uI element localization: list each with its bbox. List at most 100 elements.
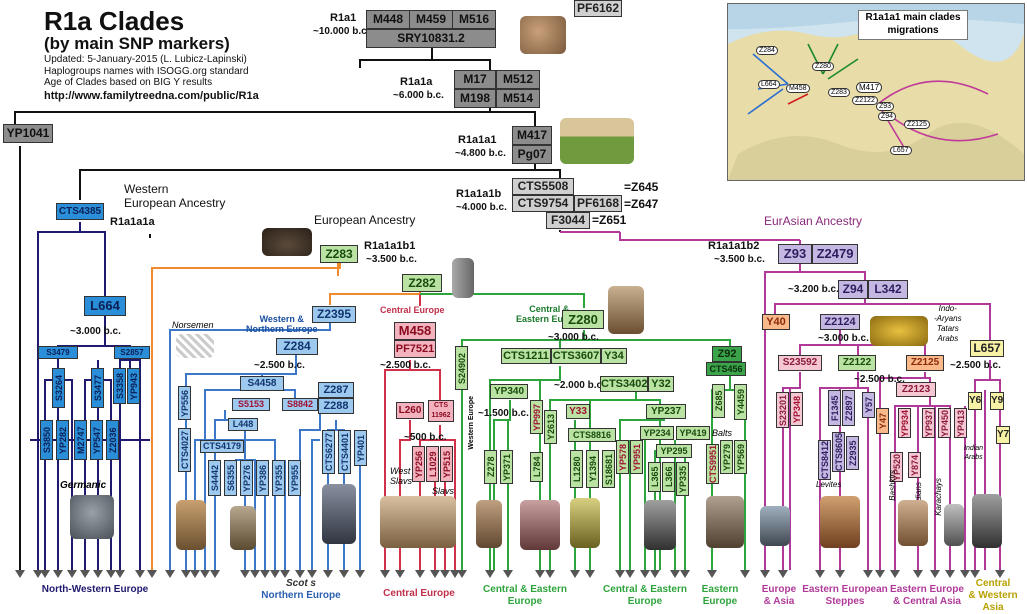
marker-Y47[interactable]: Y47 <box>876 408 889 434</box>
marker-CTS3402[interactable]: CTS3402 <box>600 376 648 392</box>
marker-M448[interactable]: M448 <box>366 10 410 29</box>
marker-CTS9754[interactable]: CTS9754 <box>512 195 574 212</box>
marker-Y33[interactable]: Y33 <box>566 404 590 419</box>
marker-M459[interactable]: M459 <box>409 10 453 29</box>
marker-PF6162[interactable]: PF6162 <box>574 0 622 17</box>
marker-L448[interactable]: L448 <box>228 418 258 431</box>
marker-S3477[interactable]: S3477 <box>91 368 104 408</box>
marker-Z93[interactable]: Z93 <box>778 244 812 264</box>
marker-CTS11962[interactable]: CTS 11962 <box>428 400 454 422</box>
marker-Z282[interactable]: Z282 <box>402 274 442 292</box>
marker-Z94[interactable]: Z94 <box>838 280 868 299</box>
marker-Z2036[interactable]: Z2036 <box>106 420 119 460</box>
marker-YP276[interactable]: YP276 <box>240 460 253 496</box>
marker-CTS456[interactable]: CTS456 <box>706 362 746 376</box>
marker-YP282[interactable]: YP282 <box>56 420 69 460</box>
marker-S18681[interactable]: S18681 <box>602 450 615 488</box>
marker-YP256[interactable]: YP256 <box>412 446 425 482</box>
marker-YP997[interactable]: YP997 <box>530 400 543 434</box>
marker-PF7521[interactable]: PF7521 <box>394 340 436 358</box>
marker-YP556[interactable]: YP556 <box>178 386 191 420</box>
marker-S2857[interactable]: S2857 <box>114 346 150 359</box>
marker-CTS4385[interactable]: CTS4385 <box>56 203 104 220</box>
marker-Y4459[interactable]: Y4459 <box>734 384 747 420</box>
marker-Z2479[interactable]: Z2479 <box>812 244 858 264</box>
marker-Y874[interactable]: Y874 <box>908 452 921 478</box>
marker-YP515[interactable]: YP515 <box>440 446 453 482</box>
marker-S6355[interactable]: S6355 <box>224 460 237 496</box>
marker-CTS4027[interactable]: CTS4027 <box>178 428 191 472</box>
marker-Z287[interactable]: Z287 <box>318 382 354 398</box>
marker-L366[interactable]: L366 <box>662 462 675 492</box>
marker-YP569[interactable]: YP569 <box>734 440 747 474</box>
marker-Z92[interactable]: Z92 <box>712 346 742 362</box>
marker-M514[interactable]: M514 <box>496 89 540 108</box>
marker-F3044[interactable]: F3044 <box>546 212 590 229</box>
marker-CTS6277[interactable]: CTS6277 <box>322 430 335 474</box>
marker-Y2613[interactable]: Y2613 <box>544 410 557 444</box>
marker-S4458[interactable]: S4458 <box>240 376 284 391</box>
marker-SRY10831[interactable]: SRY10831.2 <box>366 29 496 48</box>
marker-Z685[interactable]: Z685 <box>712 384 725 418</box>
marker-CTS3607[interactable]: CTS3607 <box>551 348 601 364</box>
marker-YP335[interactable]: YP335 <box>676 462 689 496</box>
marker-YP943[interactable]: YP943 <box>127 368 140 404</box>
marker-L342[interactable]: L342 <box>868 280 908 299</box>
marker-YP237[interactable]: YP237 <box>646 404 686 419</box>
marker-YP413[interactable]: YP413 <box>954 408 967 438</box>
marker-YP279[interactable]: YP279 <box>720 440 733 474</box>
marker-YP951[interactable]: YP951 <box>630 440 643 474</box>
marker-YP371[interactable]: YP371 <box>500 450 513 484</box>
marker-YP234[interactable]: YP234 <box>640 426 674 440</box>
marker-S23592[interactable]: S23592 <box>778 355 822 371</box>
marker-CTS9951[interactable]: CTS9951 <box>706 444 719 484</box>
marker-Pg07[interactable]: Pg07 <box>512 145 552 164</box>
marker-Z288[interactable]: Z288 <box>318 398 354 414</box>
marker-S24902[interactable]: S24902 <box>455 346 468 390</box>
marker-YP955[interactable]: YP955 <box>288 460 301 496</box>
marker-S8842[interactable]: S8842 <box>282 398 318 411</box>
marker-M458[interactable]: M458 <box>394 322 436 340</box>
marker-YP937[interactable]: YP937 <box>922 408 935 438</box>
marker-YP419[interactable]: YP419 <box>676 426 710 440</box>
marker-M417[interactable]: M417 <box>512 126 552 145</box>
marker-YP401[interactable]: YP401 <box>354 430 367 466</box>
marker-YP578[interactable]: YP578 <box>616 440 629 474</box>
marker-S4442[interactable]: S4442 <box>208 460 221 496</box>
marker-Y6[interactable]: Y6 <box>968 392 982 410</box>
marker-Z278[interactable]: Z278 <box>484 450 497 484</box>
marker-S3479[interactable]: S3479 <box>38 346 78 359</box>
marker-Y7[interactable]: Y7 <box>996 426 1010 444</box>
marker-PF6168[interactable]: PF6168 <box>574 195 622 212</box>
marker-YP934[interactable]: YP934 <box>898 408 911 438</box>
marker-L1029[interactable]: L1029 <box>426 446 439 482</box>
marker-L260[interactable]: L260 <box>396 402 424 419</box>
marker-CTS4401[interactable]: CTS4401 <box>338 430 351 474</box>
marker-CTS4179[interactable]: CTS4179 <box>200 440 244 453</box>
marker-CTS8412[interactable]: CTS8412 <box>818 440 831 480</box>
marker-Y57[interactable]: Y57 <box>862 392 875 418</box>
marker-CTS5508[interactable]: CTS5508 <box>512 178 574 195</box>
marker-Z2123[interactable]: Z2123 <box>896 382 936 397</box>
marker-L1280[interactable]: L1280 <box>570 450 583 488</box>
marker-Z280[interactable]: Z280 <box>562 310 604 329</box>
marker-Y32[interactable]: Y32 <box>648 376 674 392</box>
marker-Z2122[interactable]: Z2122 <box>838 355 876 371</box>
marker-S23201[interactable]: S23201 <box>776 392 789 428</box>
marker-YP1041[interactable]: YP1041 <box>3 124 53 143</box>
marker-Y34[interactable]: Y34 <box>601 348 627 364</box>
marker-CTS8605[interactable]: CTS8605 <box>832 432 845 472</box>
marker-S3358[interactable]: S3358 <box>113 368 126 404</box>
marker-Z284[interactable]: Z284 <box>276 338 318 355</box>
marker-M198[interactable]: M198 <box>454 89 496 108</box>
marker-L365[interactable]: L365 <box>648 462 661 492</box>
marker-YP386[interactable]: YP386 <box>256 460 269 496</box>
marker-M17[interactable]: M17 <box>454 70 496 89</box>
marker-Z2935[interactable]: Z2935 <box>846 436 859 470</box>
marker-CTS8816[interactable]: CTS8816 <box>568 428 616 442</box>
marker-Z2395[interactable]: Z2395 <box>312 306 356 323</box>
marker-L784[interactable]: L784 <box>530 452 543 482</box>
marker-CTS1211[interactable]: CTS1211 <box>501 348 551 364</box>
marker-S3850[interactable]: S3850 <box>40 420 53 460</box>
source-url[interactable]: http://www.familytreedna.com/public/R1a <box>44 90 259 102</box>
